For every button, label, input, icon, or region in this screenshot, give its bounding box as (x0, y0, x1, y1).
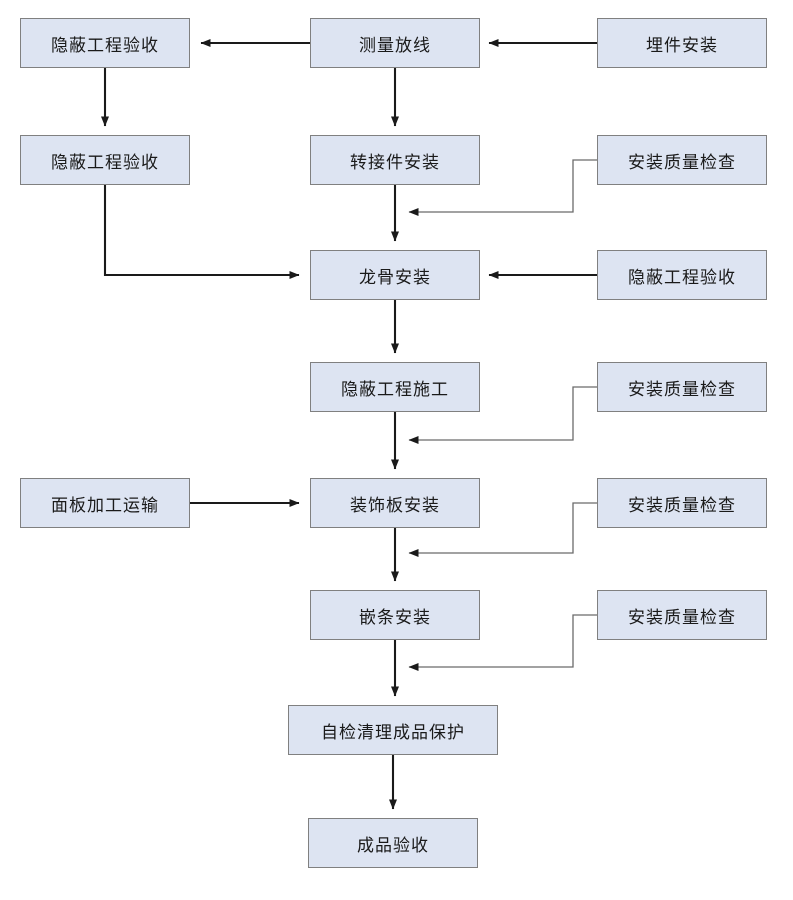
node-anzhuang-zhiliang-jiancha-2[interactable]: 安装质量检查 (597, 362, 767, 412)
node-label: 安装质量检查 (628, 379, 736, 399)
node-maijian-anzhuang[interactable]: 埋件安装 (597, 18, 767, 68)
node-yinbi-gongcheng-shigong[interactable]: 隐蔽工程施工 (310, 362, 480, 412)
node-label: 转接件安装 (350, 152, 440, 172)
node-anzhuang-zhiliang-jiancha-1[interactable]: 安装质量检查 (597, 135, 767, 185)
edge-jiancha3-feedback (408, 502, 597, 557)
node-zhuangshiban-anzhuang[interactable]: 装饰板安装 (310, 478, 480, 528)
edge-jiancha2-feedback (408, 386, 597, 444)
edge-yinbi2-to-longgu (103, 185, 300, 279)
node-label: 隐蔽工程验收 (51, 152, 159, 172)
node-label: 安装质量检查 (628, 607, 736, 627)
node-label: 面板加工运输 (51, 495, 159, 515)
node-label: 安装质量检查 (628, 152, 736, 172)
node-mianban-jiagong-yunshu[interactable]: 面板加工运输 (20, 478, 190, 528)
node-yinbi-gongcheng-yanshou-3[interactable]: 隐蔽工程验收 (597, 250, 767, 300)
node-label: 隐蔽工程验收 (51, 35, 159, 55)
node-celiang-fangxian[interactable]: 测量放线 (310, 18, 480, 68)
node-chengpin-yanshou[interactable]: 成品验收 (308, 818, 478, 868)
node-zijian-qingli-chengpin-baohu[interactable]: 自检清理成品保护 (288, 705, 498, 755)
node-label: 安装质量检查 (628, 495, 736, 515)
edge-jiancha4-feedback (408, 614, 597, 671)
node-longgu-anzhuang[interactable]: 龙骨安装 (310, 250, 480, 300)
node-label: 成品验收 (357, 835, 429, 855)
node-zhuanjiejian-anzhuang[interactable]: 转接件安装 (310, 135, 480, 185)
node-label: 隐蔽工程施工 (341, 379, 449, 399)
node-label: 龙骨安装 (359, 267, 431, 287)
node-yinbi-gongcheng-yanshou-2[interactable]: 隐蔽工程验收 (20, 135, 190, 185)
node-label: 隐蔽工程验收 (628, 267, 736, 287)
node-anzhuang-zhiliang-jiancha-4[interactable]: 安装质量检查 (597, 590, 767, 640)
node-yinbi-gongcheng-yanshou-1[interactable]: 隐蔽工程验收 (20, 18, 190, 68)
node-qiantiao-anzhuang[interactable]: 嵌条安装 (310, 590, 480, 640)
node-label: 测量放线 (359, 35, 431, 55)
node-label: 自检清理成品保护 (321, 722, 465, 742)
node-label: 埋件安装 (646, 35, 718, 55)
node-anzhuang-zhiliang-jiancha-3[interactable]: 安装质量检查 (597, 478, 767, 528)
edge-jiancha1-feedback (408, 159, 597, 216)
node-label: 装饰板安装 (350, 495, 440, 515)
node-label: 嵌条安装 (359, 607, 431, 627)
